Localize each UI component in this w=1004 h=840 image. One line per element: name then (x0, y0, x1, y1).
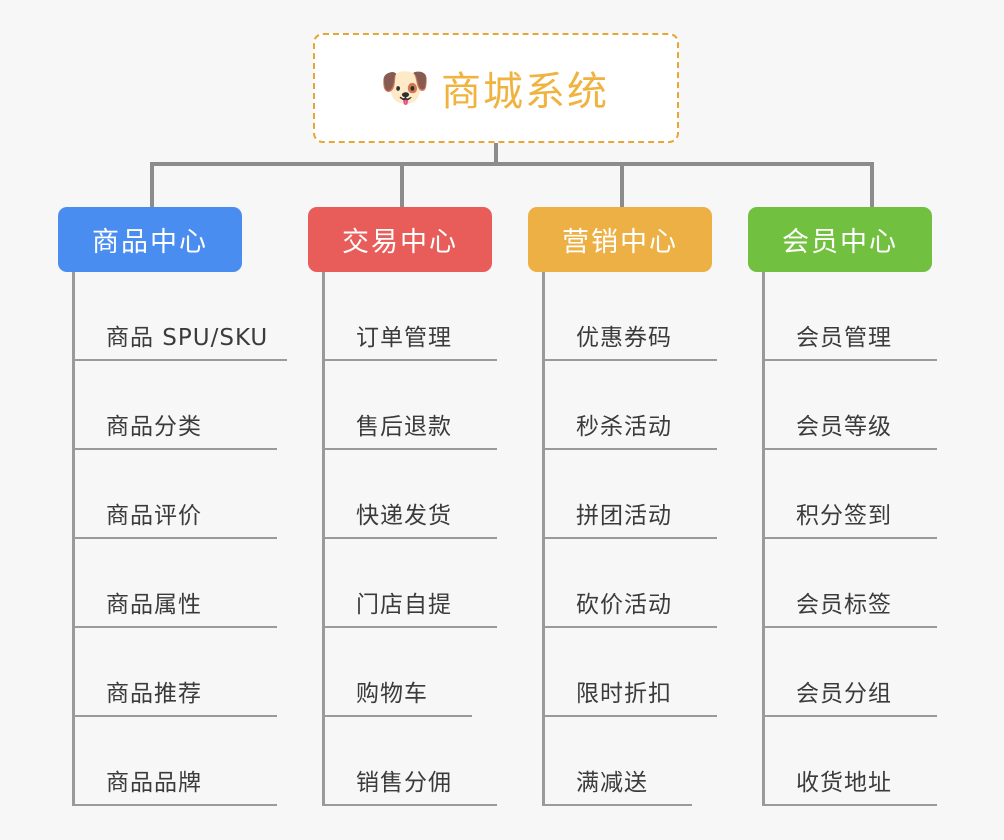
leaf-node[interactable]: 销售分佣 (322, 717, 497, 806)
category-card-3[interactable]: 营销中心 (528, 207, 712, 272)
leaf-node[interactable]: 门店自提 (322, 539, 497, 628)
leaf-label: 购物车 (356, 681, 428, 707)
leaf-label: 订单管理 (356, 325, 452, 351)
branch-spine-2 (322, 272, 325, 806)
leaf-underline (542, 448, 717, 450)
drop-connector-4 (870, 162, 874, 209)
leaf-underline (72, 715, 277, 717)
leaf-node[interactable]: 优惠券码 (542, 272, 717, 361)
leaf-label: 砍价活动 (576, 592, 672, 618)
category-label-4: 会员中心 (782, 227, 898, 258)
horizontal-connector-bar (150, 162, 874, 166)
leaf-node[interactable]: 商品属性 (72, 539, 277, 628)
category-card-2[interactable]: 交易中心 (308, 207, 492, 272)
category-card-1[interactable]: 商品中心 (58, 207, 242, 272)
root-node-content: 🐶 商城系统 (380, 59, 609, 117)
leaf-underline (72, 537, 277, 539)
leaf-node[interactable]: 拼团活动 (542, 450, 717, 539)
leaf-node[interactable]: 商品 SPU/SKU (72, 272, 287, 361)
leaf-underline (542, 359, 717, 361)
leaf-label: 销售分佣 (356, 770, 452, 796)
leaf-underline (762, 715, 937, 717)
leaf-node[interactable]: 限时折扣 (542, 628, 717, 717)
leaf-label: 限时折扣 (576, 681, 672, 707)
leaf-node[interactable]: 满减送 (542, 717, 692, 806)
leaf-underline (72, 448, 277, 450)
leaf-label: 商品推荐 (106, 681, 202, 707)
leaf-node[interactable]: 收货地址 (762, 717, 937, 806)
branch-spine-3 (542, 272, 545, 806)
leaf-underline (542, 537, 717, 539)
leaf-label: 满减送 (576, 770, 648, 796)
leaf-node[interactable]: 商品品牌 (72, 717, 277, 806)
leaf-label: 商品评价 (106, 503, 202, 529)
leaf-label: 商品分类 (106, 414, 202, 440)
leaf-node[interactable]: 售后退款 (322, 361, 497, 450)
leaf-underline (322, 537, 497, 539)
leaf-label: 积分签到 (796, 503, 892, 529)
category-card-4[interactable]: 会员中心 (748, 207, 932, 272)
leaf-node[interactable]: 积分签到 (762, 450, 937, 539)
leaf-underline (542, 626, 717, 628)
leaf-node[interactable]: 商品评价 (72, 450, 277, 539)
leaf-underline (542, 715, 717, 717)
leaf-label: 会员等级 (796, 414, 892, 440)
leaf-underline (322, 626, 497, 628)
leaf-label: 会员管理 (796, 325, 892, 351)
leaf-underline (762, 359, 937, 361)
drop-connector-1 (150, 162, 154, 209)
leaf-node[interactable]: 会员等级 (762, 361, 937, 450)
leaf-node[interactable]: 秒杀活动 (542, 361, 717, 450)
leaf-node[interactable]: 快递发货 (322, 450, 497, 539)
leaf-underline (762, 537, 937, 539)
leaf-underline (762, 626, 937, 628)
root-stem-connector (494, 143, 498, 165)
leaf-label: 售后退款 (356, 414, 452, 440)
branch-spine-4 (762, 272, 765, 806)
drop-connector-2 (400, 162, 404, 209)
leaf-underline (762, 448, 937, 450)
leaf-node[interactable]: 商品分类 (72, 361, 277, 450)
leaf-label: 门店自提 (356, 592, 452, 618)
leaf-label: 会员分组 (796, 681, 892, 707)
leaf-label: 商品品牌 (106, 770, 202, 796)
leaf-underline (322, 715, 472, 717)
leaf-underline (322, 804, 497, 806)
leaf-node[interactable]: 购物车 (322, 628, 472, 717)
leaf-label: 快递发货 (356, 503, 452, 529)
leaf-label: 优惠券码 (576, 325, 672, 351)
leaf-label: 秒杀活动 (576, 414, 672, 440)
leaf-underline (322, 448, 497, 450)
leaf-underline (322, 359, 497, 361)
leaf-underline (762, 804, 937, 806)
leaf-node[interactable]: 订单管理 (322, 272, 497, 361)
drop-connector-3 (620, 162, 624, 209)
leaf-underline (72, 626, 277, 628)
root-title: 商城系统 (441, 69, 609, 115)
category-label-3: 营销中心 (562, 227, 678, 258)
leaf-underline (72, 359, 287, 361)
category-label-1: 商品中心 (92, 227, 208, 258)
leaf-label: 商品 SPU/SKU (106, 325, 269, 351)
leaf-underline (72, 804, 277, 806)
dog-face-icon: 🐶 (380, 65, 430, 111)
leaf-node[interactable]: 会员标签 (762, 539, 937, 628)
leaf-node[interactable]: 会员分组 (762, 628, 937, 717)
leaf-node[interactable]: 会员管理 (762, 272, 937, 361)
leaf-label: 会员标签 (796, 592, 892, 618)
leaf-label: 收货地址 (796, 770, 892, 796)
leaf-node[interactable]: 砍价活动 (542, 539, 717, 628)
category-label-2: 交易中心 (342, 227, 458, 258)
leaf-underline (542, 804, 692, 806)
leaf-label: 拼团活动 (576, 503, 672, 529)
leaf-node[interactable]: 商品推荐 (72, 628, 277, 717)
branch-spine-1 (72, 272, 75, 806)
leaf-label: 商品属性 (106, 592, 202, 618)
root-node[interactable]: 🐶 商城系统 (313, 33, 679, 143)
